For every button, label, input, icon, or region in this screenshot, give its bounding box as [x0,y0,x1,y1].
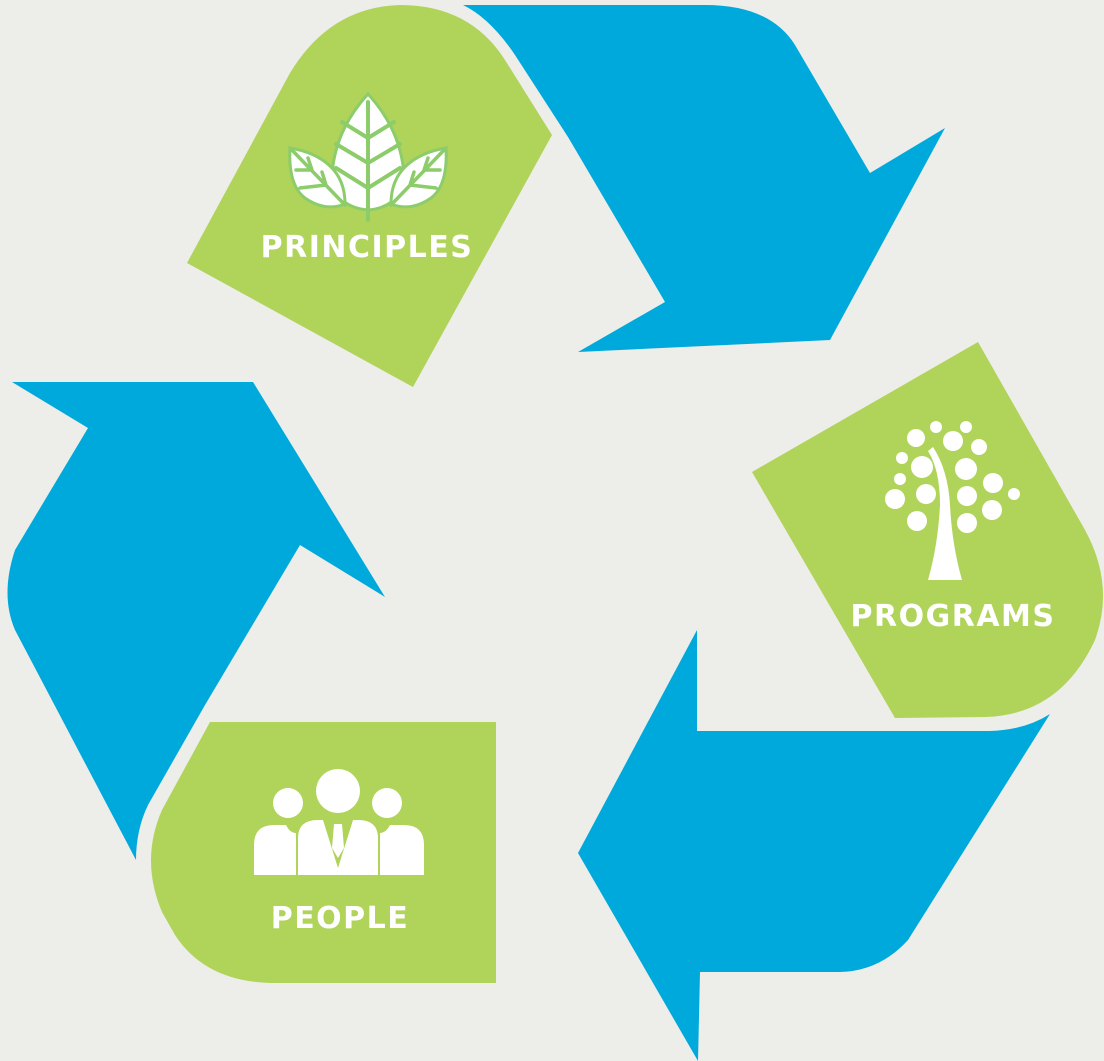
principles-label: PRINCIPLES [261,230,474,265]
arrow-programs-to-people [578,630,1050,1061]
arrow-people-to-principles [7,382,385,860]
people-group-icon [254,769,424,875]
programs-label: PROGRAMS [851,599,1056,634]
leaves-icon [288,91,448,222]
people-label: PEOPLE [271,901,410,936]
programs-panel [752,342,1103,718]
arrow-principles-to-programs [463,5,945,352]
tree-icon [885,421,1020,580]
